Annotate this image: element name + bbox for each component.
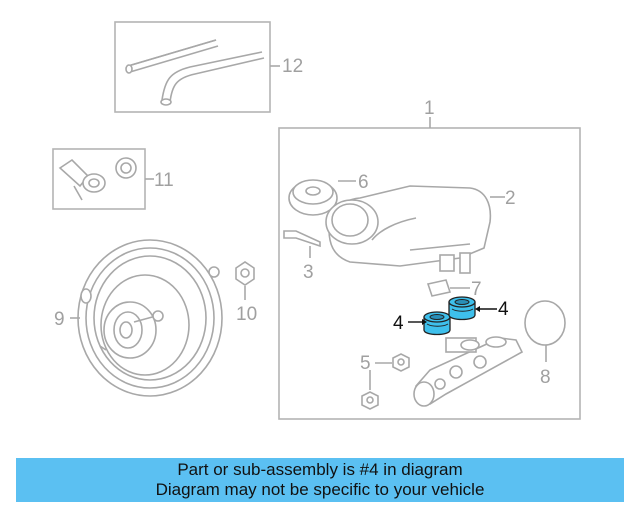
parts-diagram: 12 11 1 6 2 [52, 21, 581, 420]
part-7-grommet: 7 [426, 279, 482, 300]
callout-4-right: 4 [498, 299, 509, 320]
part-9-brake-booster: 9 [54, 239, 223, 397]
part-4-seal-right [448, 296, 476, 321]
callout-10: 10 [236, 304, 257, 325]
part-8-gasket: 8 [524, 300, 566, 388]
part-3-level-sensor: 3 [283, 230, 321, 283]
caption-line-2: Diagram may not be specific to your vehi… [155, 480, 485, 499]
callout-6: 6 [358, 172, 369, 193]
callout-4-left: 4 [393, 313, 404, 334]
callout-11: 11 [154, 170, 174, 191]
callout-2: 2 [505, 188, 516, 209]
part-6-reservoir-cap: 6 [288, 172, 369, 216]
callout-3: 3 [303, 262, 314, 283]
part-1-master-cylinder-assembly: 1 [278, 98, 581, 420]
caption-line-1: Part or sub-assembly is #4 in diagram [177, 460, 463, 479]
part-12-vacuum-hose-group: 12 [114, 21, 303, 113]
callout-7: 7 [471, 279, 482, 300]
part-10-nut: 10 [235, 261, 257, 325]
callout-12: 12 [282, 56, 303, 77]
callout-8: 8 [540, 367, 551, 388]
part-4-reservoir-seals: 4 4 [393, 296, 509, 336]
part-2-brake-fluid-reservoir: 2 [325, 185, 516, 274]
part-5-nuts: 5 [360, 353, 410, 410]
master-cylinder-body [413, 336, 524, 407]
callout-5: 5 [360, 353, 371, 374]
part-11-check-valve-group: 11 [52, 148, 174, 210]
part-12-frame [114, 21, 271, 113]
part-4-seal-left [423, 311, 451, 336]
part-info-caption: Part or sub-assembly is #4 in diagram Di… [16, 458, 624, 502]
callout-1: 1 [424, 98, 435, 119]
callout-9: 9 [54, 309, 65, 330]
